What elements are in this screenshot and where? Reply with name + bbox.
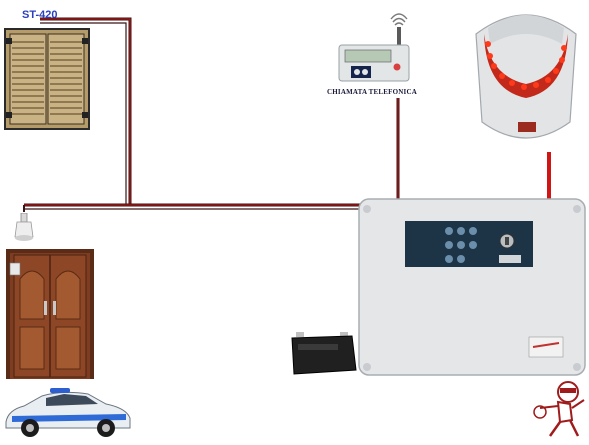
- phone-dialer: [337, 5, 413, 92]
- siren: [466, 4, 586, 159]
- door-sensor-icon: [14, 212, 34, 241]
- door: [6, 249, 94, 384]
- battery: [290, 330, 358, 383]
- control-panel: [357, 197, 587, 384]
- wire-main-bus: [23, 203, 362, 212]
- window-shutter-icon: [4, 28, 90, 130]
- battery-icon: [291, 332, 357, 375]
- door-icon: [6, 249, 94, 379]
- window-shutter: [4, 28, 90, 135]
- police-car: [2, 382, 134, 445]
- police-car-icon: [5, 388, 131, 437]
- phone-dialer-icon: [338, 13, 410, 82]
- control-panel-icon: [358, 198, 586, 376]
- siren-icon: [475, 14, 577, 139]
- thief: [530, 378, 588, 445]
- wire-shutter: [40, 17, 132, 205]
- shutter-sensor-label: ST-420: [22, 9, 58, 21]
- door-sensor: [12, 212, 36, 250]
- phone-dialer-label: CHIAMATA TELEFONICA: [327, 88, 417, 96]
- thief-icon: [533, 381, 585, 437]
